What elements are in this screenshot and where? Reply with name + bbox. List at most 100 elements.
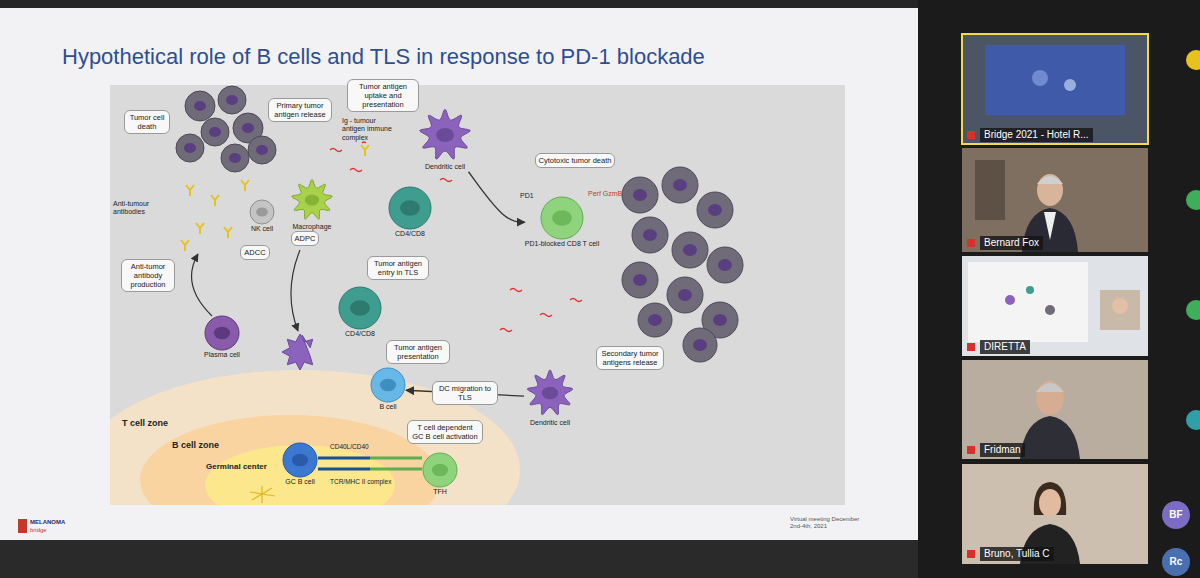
cell-shape [540,196,584,240]
side-icons [1186,410,1200,430]
footer-logo [18,519,27,533]
tumor-cells [697,192,733,228]
name-icons [967,131,975,558]
cell-label: B cell [379,403,396,412]
cell-shape [205,316,239,350]
tumor-nuclei [683,244,697,256]
video-tile [1045,305,1055,315]
video-tile [1044,212,1056,240]
tumor-nuclei [708,204,722,216]
tumor-cells [221,144,249,172]
tumor-cells [218,86,246,114]
step-callout: Tumor antigen uptake and presentation [347,79,419,112]
molecule-label: Perf GzmB [588,190,622,198]
cell-shape [338,286,382,330]
participant-name: Bridge 2021 - Hotel R... [980,128,1093,142]
participant-name: Fridman [980,443,1025,457]
antibodies [211,195,219,206]
cell-shape [420,109,470,159]
tls-zones [110,370,520,505]
cell-shape [371,368,405,402]
tumor-cells [622,177,658,213]
tumor-cells [176,86,743,362]
video-tile [962,148,1148,252]
tumor-nuclei [209,127,221,137]
tumor-antigens [440,179,452,182]
tumor-nuclei [242,123,254,133]
side-icons [1186,50,1200,70]
video-tile [1032,70,1048,86]
cell-outline [420,109,470,159]
tumor-cells [683,328,717,362]
callout-text: Tumor antigen entry in TLS [371,259,425,277]
cell-label: GC B cell [285,478,315,487]
antibodies [186,185,194,196]
tls-dendritic-cell [282,334,313,370]
cell-shape [339,287,381,329]
tumor-cells [638,303,672,337]
video-tile [962,360,1148,459]
video-tile [1037,174,1063,206]
receptor-label: TCR/MHC II complex [330,478,391,486]
video-tile [1064,79,1076,91]
cell-node: Dendritic cell [417,107,473,172]
cell-node: B cell [370,367,406,412]
cell-label: Dendritic cell [530,419,570,428]
tls-zones [140,415,440,505]
tumor-cells [672,232,708,268]
cell-outline [541,197,583,239]
antibodies [181,240,189,251]
cell-shape [289,177,335,223]
callout-text: ADCC [244,248,265,257]
cell-node: CD4/CD8 [338,286,382,339]
tumor-cells [248,136,276,164]
video-tile [1100,290,1140,330]
cell-node: NK cell [249,199,275,234]
tumor-antigens [540,314,552,317]
side-icons [1162,50,1200,576]
cell-shape [524,367,576,419]
video-tile [1112,298,1128,314]
step-callout: Anti-tumor antibody production [121,259,175,292]
tumor-nuclei [643,229,657,241]
cell-nucleus [292,454,308,467]
tumor-nuclei [184,143,196,153]
cell-label: NK cell [251,225,273,234]
cell-shape [250,200,274,224]
cell-shape [370,367,406,403]
video-tile [962,464,1148,564]
callout-text: Cytotoxic tumor death [539,156,612,165]
antibodies [196,223,204,234]
cell-node: Macrophage [289,177,335,232]
video-tile [985,45,1125,115]
tumor-cells [632,217,668,253]
slide-title: Hypothetical role of B cells and TLS in … [62,44,705,70]
antibody-label: Anti-tumour antibodies [113,200,169,217]
callout-text: T cell dependent GC B cell activation [411,423,479,441]
edge-label: DC migration to TLS [432,381,498,405]
tumor-nuclei [184,95,732,351]
step-callout: Tumor cell death [124,110,170,134]
tumor-nuclei [194,101,206,111]
cell-shape [541,197,583,239]
tumor-nuclei [673,179,687,191]
tumor-nuclei [633,274,647,286]
cell-outline [292,180,332,220]
step-callout: Primary tumor antigen release [268,98,332,122]
flow-arrows [192,250,300,331]
tumor-nuclei [226,95,238,105]
participant-name: Bruno, Tullia C [980,547,1054,561]
cell-shape [204,315,240,351]
video-tile [1005,295,1015,305]
tumor-antigens [362,142,366,143]
name-icons [967,343,975,351]
cell-label: PD1-blocked CD8 T cell [525,240,599,249]
video-tile [962,148,1148,252]
side-icons [1162,501,1190,529]
cell-node: PD1-blocked CD8 T cell [525,196,599,249]
tumor-antigens [570,299,582,302]
tumor-cells [201,118,229,146]
